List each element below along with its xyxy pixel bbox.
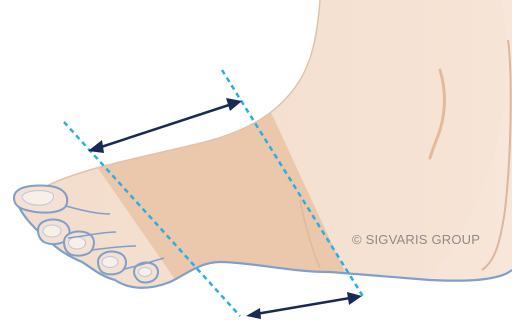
big-toe [14,186,67,213]
measurement-arrow-bottom [246,292,362,319]
copyright-text: © SIGVARIS GROUP [352,232,480,247]
fourth-toe [98,252,126,275]
